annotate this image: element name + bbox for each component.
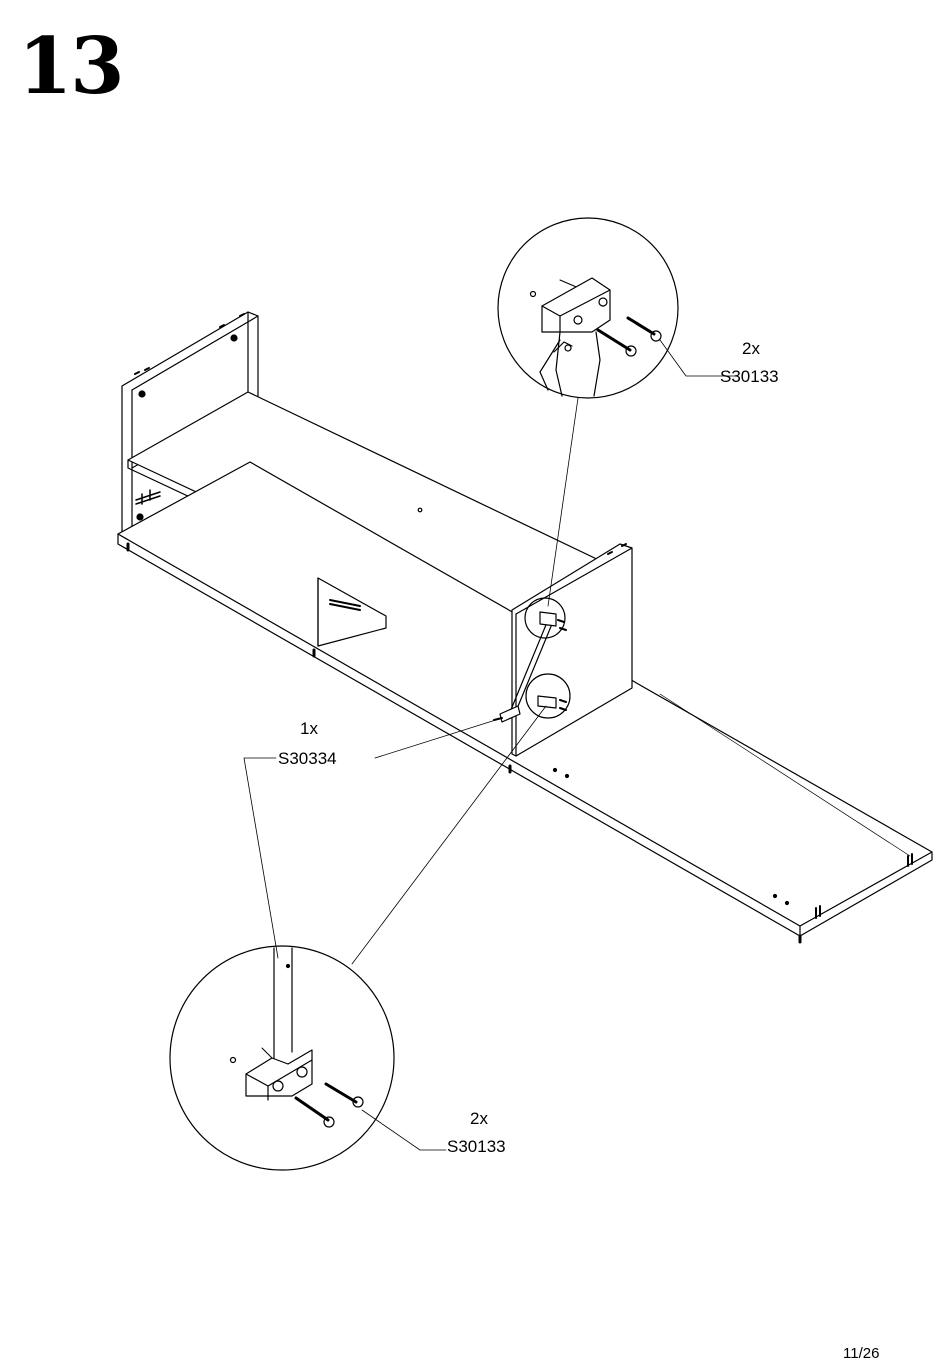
- middle-qty-label: 1x: [300, 720, 318, 737]
- bottom-detail-view: [170, 946, 446, 1170]
- top-qty-label: 2x: [742, 340, 760, 357]
- bottom-part-label: S30133: [447, 1138, 506, 1155]
- leader-line-s30334: [244, 758, 278, 958]
- leader-line-bottom: [352, 706, 546, 964]
- cabinet: [118, 312, 932, 964]
- middle-part-label: S30334: [278, 750, 337, 767]
- page-number: 11/26: [843, 1345, 879, 1362]
- top-part-label: S30133: [720, 368, 779, 385]
- left-hardware: [136, 490, 160, 504]
- top-detail-view: [498, 218, 738, 398]
- bottom-qty-label: 2x: [470, 1110, 488, 1127]
